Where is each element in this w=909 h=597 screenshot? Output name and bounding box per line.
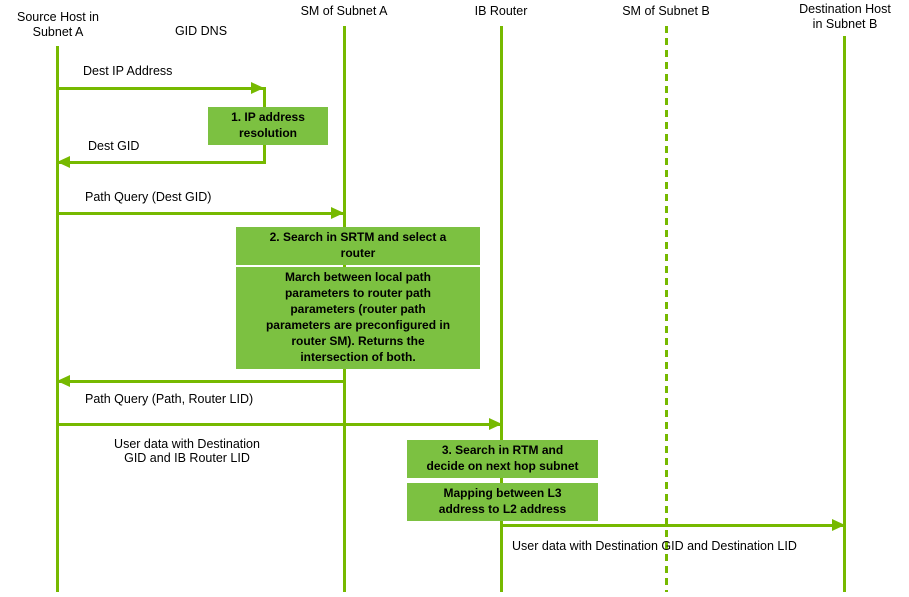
arrow-dest-gid-line — [58, 161, 266, 164]
arrow-path-query-router-lid-line — [58, 380, 344, 383]
lifeline-label-source-host: Source Host in Subnet A — [17, 10, 99, 39]
arrow-path-query-router-lid-head-icon — [57, 375, 70, 387]
message-label-dest-gid: Dest GID — [88, 139, 140, 153]
lifeline-ib-router — [500, 26, 503, 592]
lifeline-label-ib-router: IB Router — [474, 4, 528, 18]
lifeline-label-sm-subnet-a: SM of Subnet A — [300, 4, 388, 18]
arrow-user-data-to-router-line — [58, 423, 502, 426]
message-label-path-query-router-lid: Path Query (Path, Router LID) — [85, 392, 254, 406]
arrow-user-data-to-router-head-icon — [489, 418, 502, 430]
lifeline-source-host — [56, 46, 59, 592]
arrow-path-query-dest-gid-line — [58, 212, 344, 215]
arrow-dest-ip-address-head-icon — [251, 82, 264, 94]
step-box-search-rtm: 3. Search in RTM and decide on next hop … — [407, 440, 598, 478]
lifeline-destination-host — [843, 36, 846, 592]
step-box-search-srtm: 2. Search in SRTM and select a router — [236, 227, 480, 265]
arrow-user-data-to-destination-head-icon — [832, 519, 845, 531]
arrow-user-data-to-destination-line — [501, 524, 845, 527]
message-label-user-data-to-destination: User data with Destination GID and Desti… — [512, 539, 797, 553]
step-box-ip-address-resolution: 1. IP address resolution — [208, 107, 328, 145]
message-label-dest-ip-address: Dest IP Address — [83, 64, 173, 78]
message-label-user-data-to-router: User data with Destination GID and IB Ro… — [114, 437, 260, 465]
arrow-dest-ip-address-line — [58, 87, 266, 90]
message-label-path-query-dest-gid: Path Query (Dest GID) — [85, 190, 212, 204]
lifeline-label-destination-host: Destination Host in Subnet B — [799, 2, 891, 31]
lifeline-label-gid-dns: GID DNS — [174, 24, 228, 38]
lifeline-label-sm-subnet-b: SM of Subnet B — [622, 4, 710, 18]
arrow-path-query-dest-gid-head-icon — [331, 207, 344, 219]
lifeline-sm-subnet-b — [665, 26, 668, 592]
arrow-dest-gid-head-icon — [57, 156, 70, 168]
step-box-l3-l2-mapping: Mapping between L3 address to L2 address — [407, 483, 598, 521]
step-box-match-path-parameters: March between local path parameters to r… — [236, 267, 480, 369]
